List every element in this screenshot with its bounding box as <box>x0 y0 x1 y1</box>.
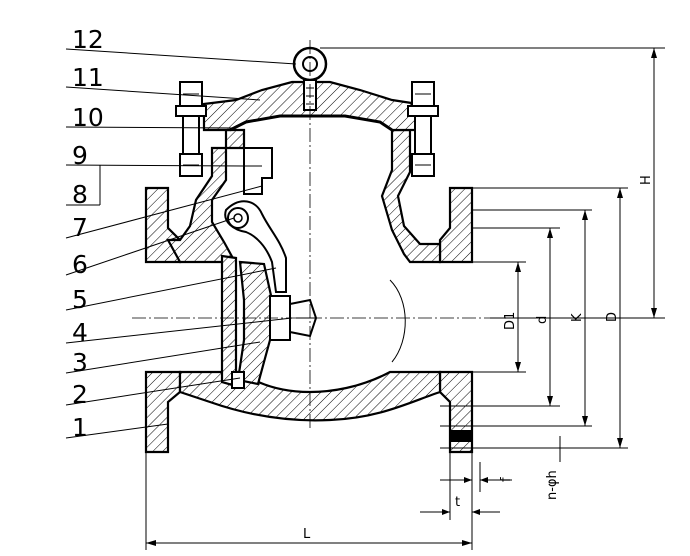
part-label-5: 5 <box>72 285 88 314</box>
left-flange-lower <box>144 370 182 454</box>
upper-right-wall <box>380 128 442 264</box>
leader-lines <box>65 48 297 439</box>
neck-left <box>224 128 246 150</box>
dim-label-H: H <box>639 175 654 185</box>
dim-label-K: K <box>570 313 585 322</box>
dim-label-L: L <box>303 527 311 542</box>
dim-label-D: D <box>605 312 620 322</box>
dimension-labels: H D K d D1 f n-φh t L <box>303 175 654 542</box>
dimension-lines <box>145 47 665 550</box>
disc <box>236 260 274 386</box>
part-label-1: 1 <box>72 413 88 442</box>
dim-label-f: f <box>499 477 514 482</box>
valve-body <box>144 128 474 454</box>
part-label-6: 6 <box>72 250 88 279</box>
hinge-pin-and-arm <box>224 200 287 293</box>
part-label-9: 9 <box>72 141 88 170</box>
part-label-8: 8 <box>72 180 88 209</box>
part-label-12: 12 <box>72 25 104 54</box>
part-label-2: 2 <box>72 380 88 409</box>
right-flange <box>438 186 474 264</box>
seat-ring <box>220 254 238 388</box>
part-label-4: 4 <box>72 318 88 347</box>
part-number-labels: 12 11 10 9 8 7 6 5 4 3 2 1 <box>72 25 104 442</box>
centerlines <box>132 40 490 430</box>
part-label-3: 3 <box>72 348 88 377</box>
bonnet-bolt-left <box>175 81 207 177</box>
dim-label-d: d <box>535 316 550 324</box>
part-label-7: 7 <box>72 213 88 242</box>
bonnet-bolt-right <box>407 81 439 177</box>
dim-label-D1: D1 <box>503 312 518 330</box>
hinge-bracket <box>243 147 273 195</box>
dim-label-n-h: n-φh <box>545 470 560 500</box>
part-label-11: 11 <box>72 63 104 92</box>
flow-passage <box>146 261 472 373</box>
gasket <box>229 114 393 132</box>
part-label-10: 10 <box>72 103 104 132</box>
dim-label-t: t <box>455 495 460 510</box>
